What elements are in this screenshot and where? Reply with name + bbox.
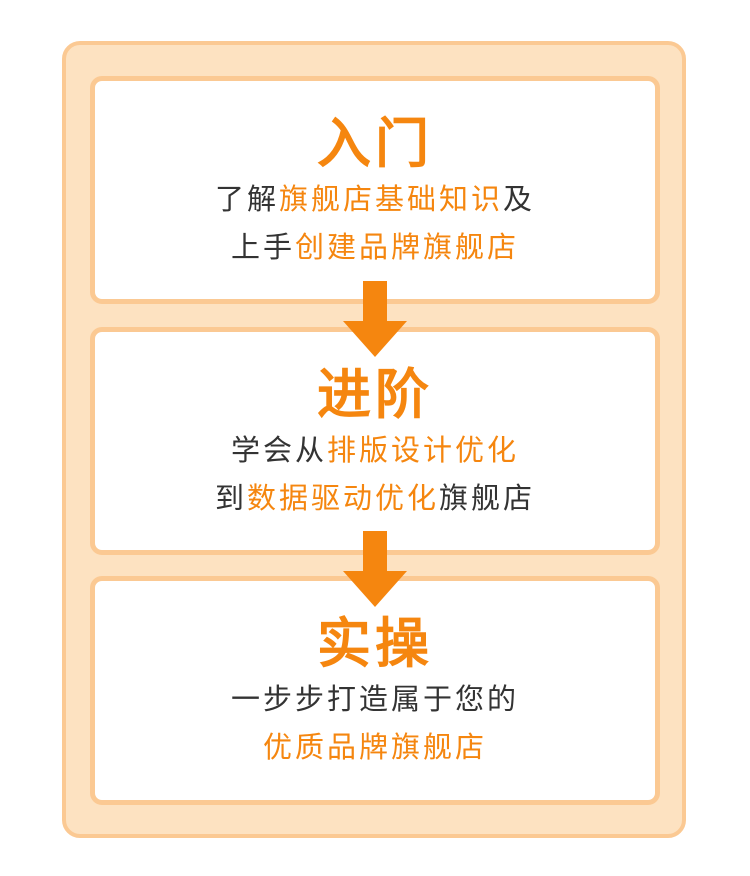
step-line: 学会从排版设计优化: [95, 434, 655, 466]
step-title: 进阶: [317, 363, 433, 426]
step-card-intro: 入门 了解旗舰店基础知识及 上手创建品牌旗舰店: [90, 76, 660, 304]
step-text: 上手: [230, 230, 295, 264]
step-card-practice: 实操 一步步打造属于您的 优质品牌旗舰店: [90, 576, 660, 805]
step-text: 旗舰店: [439, 481, 536, 515]
step-highlight-text: 排版设计优化: [327, 433, 520, 467]
step-text: 学会从: [230, 433, 327, 467]
step-text: 到: [214, 481, 247, 515]
step-line: 上手创建品牌旗舰店: [95, 231, 655, 263]
step-highlight-text: 旗舰店基础知识: [278, 182, 503, 216]
step-highlight-text: 创建品牌旗舰店: [295, 230, 520, 264]
step-text: 一步步打造属于您的: [230, 682, 519, 716]
step-line: 了解旗舰店基础知识及: [95, 183, 655, 215]
step-highlight-text: 优质品牌旗舰店: [262, 730, 487, 764]
step-card-advanced: 进阶 学会从排版设计优化 到数据驱动优化旗舰店: [90, 327, 660, 555]
step-line: 优质品牌旗舰店: [95, 731, 655, 763]
step-text: 了解: [214, 182, 279, 216]
arrow-down-icon: [343, 281, 407, 357]
step-highlight-text: 数据驱动优化: [246, 481, 439, 515]
step-line: 到数据驱动优化旗舰店: [95, 482, 655, 514]
step-title: 入门: [317, 112, 433, 175]
step-line: 一步步打造属于您的: [95, 683, 655, 715]
step-text: 及: [503, 182, 536, 216]
arrow-down-icon: [343, 531, 407, 607]
step-title: 实操: [317, 612, 433, 675]
